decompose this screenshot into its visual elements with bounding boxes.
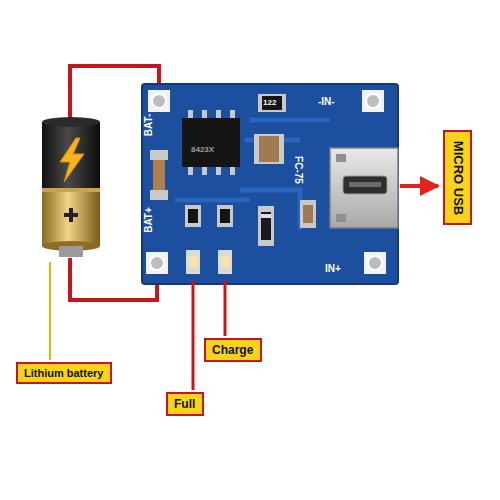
part-marking: FC-75 [293,156,303,184]
part-marking: 122 [263,99,276,107]
pointer-arrow [400,184,438,188]
pcb-board [142,84,398,284]
callout-text: Lithium battery [24,367,104,379]
pin-label: IN+ [325,264,341,274]
leader-line [192,280,195,390]
pin-label: BAT+ [144,207,154,233]
callout-text: Full [174,397,196,411]
battery-illustration [42,117,100,257]
part-marking: 8423X [191,146,214,154]
callout-box: Lithium battery [16,362,112,384]
callout-box: Full [166,392,204,416]
leader-line [49,262,51,360]
leader-line [224,280,227,336]
callout-text: Charge [212,343,254,357]
pin-label: -IN- [318,97,335,107]
pin-label: BAT- [144,114,154,137]
callout-box: Charge [204,338,262,362]
callout-box: MICRO USB [443,130,472,225]
callout-text: MICRO USB [450,140,465,214]
